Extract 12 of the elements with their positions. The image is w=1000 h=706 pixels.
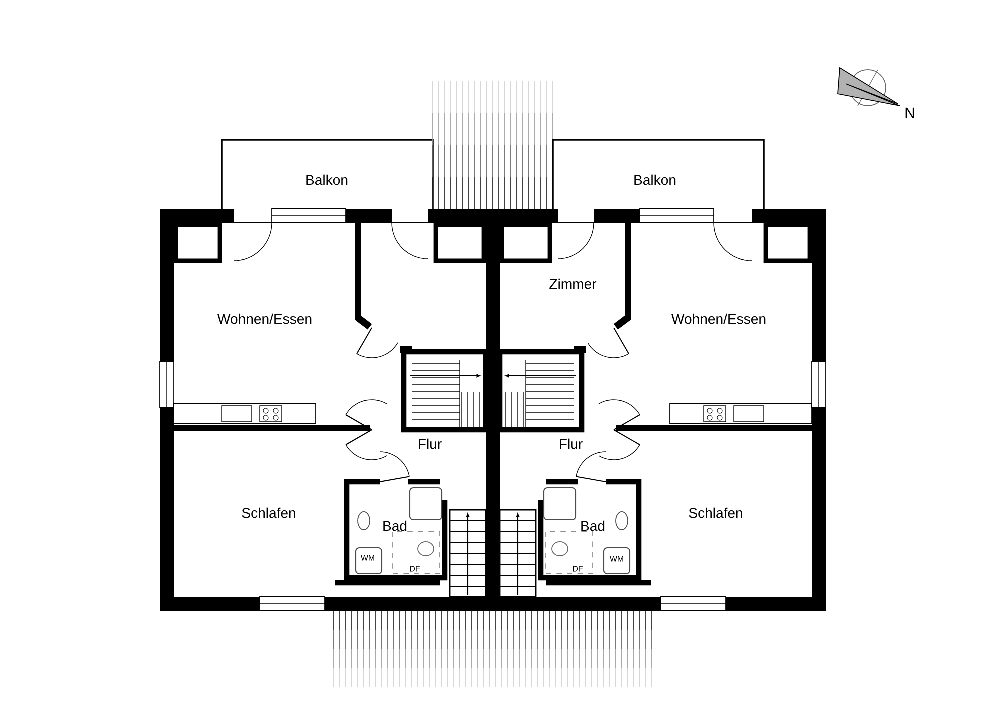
room-label: Bad bbox=[384, 520, 407, 532]
room-label: Zimmer bbox=[550, 278, 597, 290]
room-label: Bad bbox=[582, 520, 605, 532]
room-label: Flur bbox=[560, 438, 583, 450]
compass-label: N bbox=[906, 108, 914, 118]
room-label: Schlafen bbox=[689, 508, 742, 518]
room-label: Balkon bbox=[306, 174, 348, 186]
room-label: Flur bbox=[419, 438, 442, 450]
room-label: Balkon bbox=[634, 174, 676, 186]
room-label: Schlafen bbox=[242, 508, 296, 518]
room-label: Wohnen/Essen bbox=[218, 314, 312, 324]
room-label: Wohnen/Essen bbox=[672, 314, 766, 324]
